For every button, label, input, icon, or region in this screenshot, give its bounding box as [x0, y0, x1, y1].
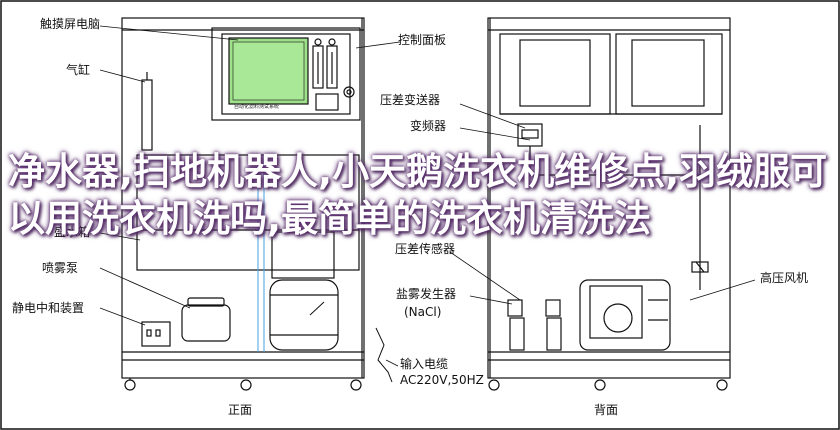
- front-panel: [211, 27, 361, 121]
- label-control-panel: 控制面板: [398, 33, 446, 47]
- label-power-cable: 输入电缆: [400, 356, 448, 371]
- dp-sensor: [691, 261, 709, 273]
- label-pressure-transmitter: 压差变送器: [380, 92, 440, 107]
- label-spray-pump: 喷雾泵: [42, 261, 78, 275]
- label-cylinder: 气缸: [66, 62, 90, 77]
- label-nacl: (NaCl): [404, 305, 441, 319]
- back-view: [375, 17, 731, 391]
- screen-text: 自动化滤料测试系统: [234, 103, 279, 110]
- front-leaders: [99, 25, 239, 326]
- spray-pump: [181, 304, 231, 342]
- caption-front: 正面: [228, 403, 252, 417]
- label-ac-spec: AC220V,50HZ: [400, 373, 484, 387]
- cylinder: [141, 79, 153, 151]
- back-cabinet: [487, 17, 731, 379]
- back-leaders: [355, 41, 756, 367]
- label-water-tank: 盛水箱: [54, 224, 90, 239]
- big-tank: [269, 279, 339, 351]
- salt-generator-1: [509, 317, 525, 351]
- label-inverter: 变频器: [410, 118, 446, 133]
- water-tank: [271, 231, 335, 279]
- front-view: [121, 17, 365, 391]
- centrifugal-fan: [579, 279, 671, 351]
- label-electrostatic: 静电中和装置: [12, 300, 84, 315]
- label-touchscreen: 触摸屏电脑: [40, 17, 100, 31]
- caption-back: 背面: [594, 403, 618, 417]
- salt-generator-2: [546, 317, 562, 351]
- label-centrifugal-fan: 高压风机: [760, 270, 808, 285]
- label-salt-aerosol: 盐雾发生器: [396, 286, 456, 301]
- label-dp-sensor: 压差传感器: [395, 241, 455, 256]
- electrostatic-device: [141, 321, 171, 347]
- front-cabinet: [121, 17, 365, 379]
- overlay-title: 净水器,扫地机器人,小天鹅洗衣机维修点,羽绒服可以用洗衣机洗吗,最简单的洗衣机清…: [8, 150, 828, 240]
